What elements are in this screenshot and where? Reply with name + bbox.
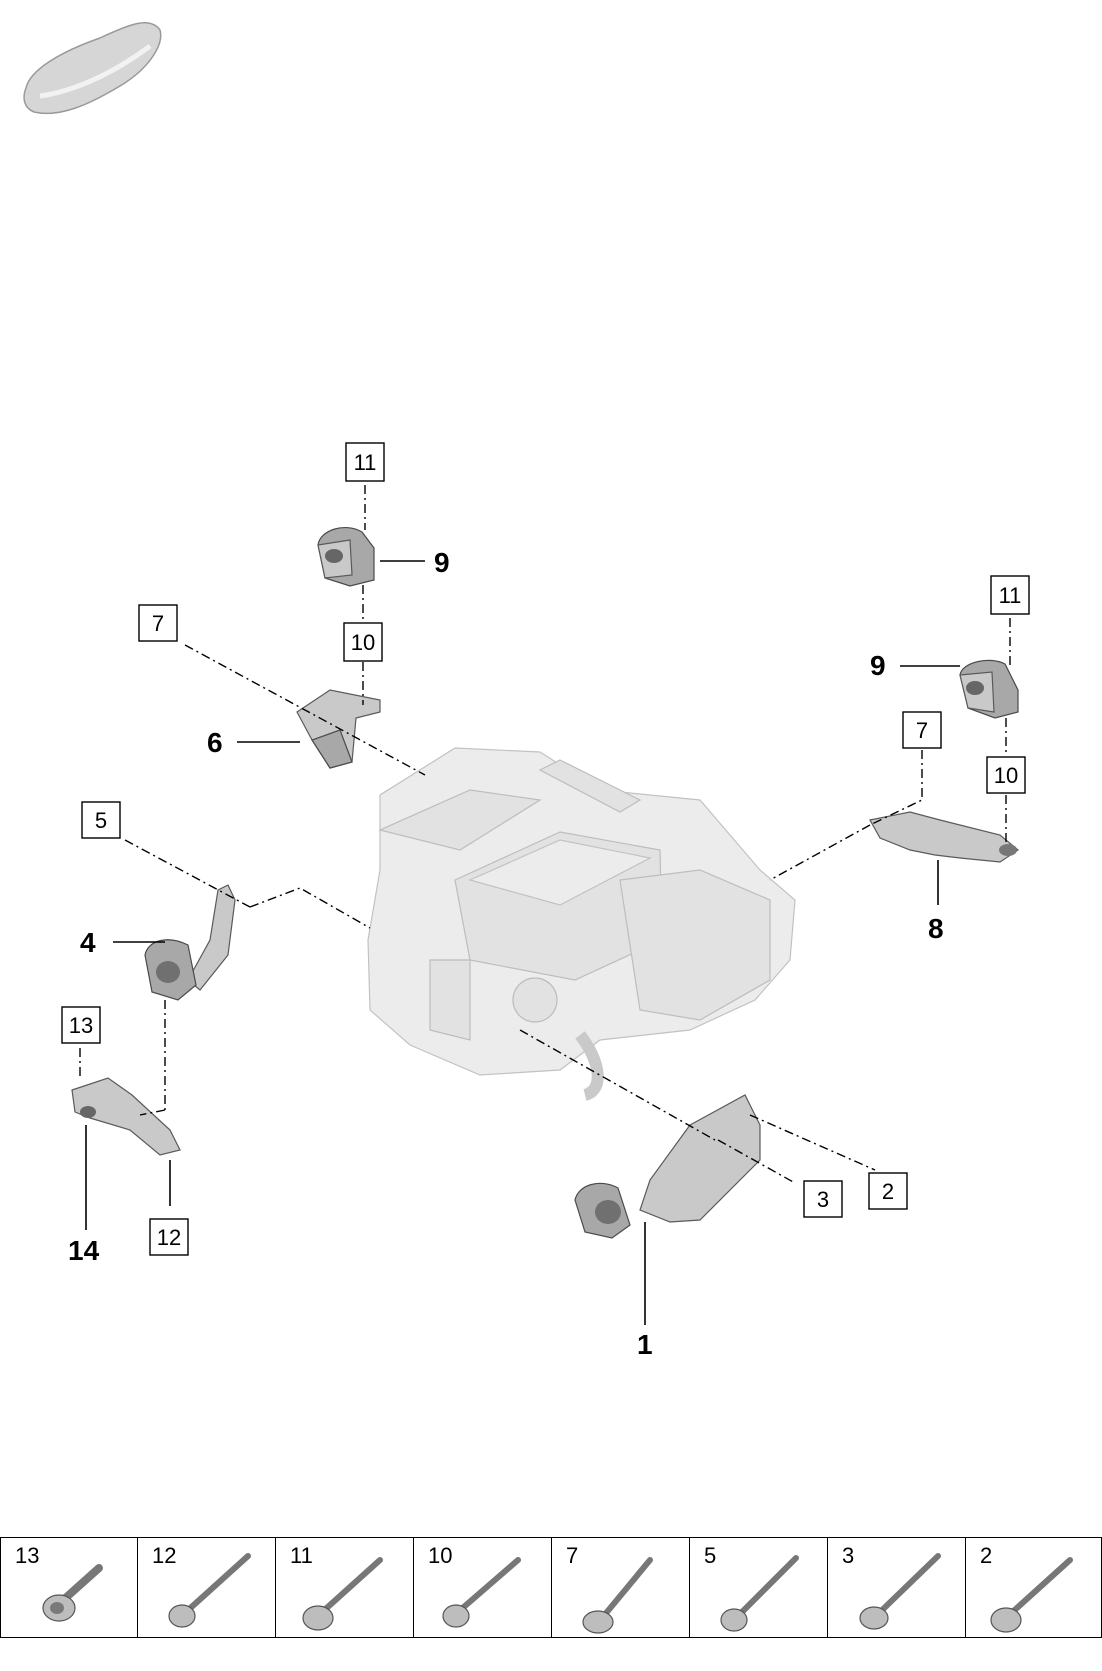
callout-1: 1 <box>637 1329 653 1360</box>
box-5-label: 5 <box>95 808 107 833</box>
box-7-right-label: 7 <box>916 718 928 743</box>
bolt-icon <box>582 1557 653 1634</box>
fastener-label: 2 <box>980 1543 993 1568</box>
bolt-icon <box>442 1557 521 1628</box>
box-2-label: 2 <box>882 1179 894 1204</box>
box-7-top: 7 <box>138 604 178 642</box>
box-10-top-label: 10 <box>351 630 375 655</box>
box-10-top: 10 <box>343 622 383 662</box>
fastener-cell-10: 10 <box>414 1538 552 1637</box>
vehicle-thumbnail-icon <box>23 21 162 115</box>
fastener-label: 11 <box>290 1543 313 1568</box>
fastener-label: 7 <box>566 1543 579 1568</box>
box-7-top-label: 7 <box>152 611 164 636</box>
box-13-label: 13 <box>69 1013 93 1038</box>
bracket-14 <box>71 1077 181 1156</box>
flange-bolt-icon <box>42 1564 103 1622</box>
callout-8: 8 <box>928 913 944 944</box>
engine-mount-9-top <box>317 527 375 587</box>
callout-6: 6 <box>207 727 223 758</box>
bolt-icon <box>302 1557 383 1631</box>
electric-drive-unit <box>367 747 796 1101</box>
fastener-cell-5: 5 <box>690 1538 828 1637</box>
box-10-right: 10 <box>986 756 1026 794</box>
bolt-icon <box>720 1555 799 1632</box>
box-10-right-label: 10 <box>994 763 1018 788</box>
fastener-label: 12 <box>152 1543 177 1568</box>
box-11-top: 11 <box>345 442 385 482</box>
leader-lines <box>79 485 1011 1325</box>
fastener-label: 3 <box>842 1543 855 1568</box>
box-11-right: 11 <box>990 575 1030 615</box>
bolt-icon <box>990 1557 1073 1633</box>
bolt-icon <box>859 1553 941 1630</box>
bolt-icon <box>168 1553 251 1628</box>
engine-mount-4 <box>144 884 236 1001</box>
box-2: 2 <box>868 1172 908 1210</box>
fastener-label: 5 <box>704 1543 717 1568</box>
box-12-label: 12 <box>157 1225 181 1250</box>
callout-14: 14 <box>68 1235 100 1266</box>
box-11-top-label: 11 <box>354 450 377 475</box>
bracket-8 <box>869 811 1020 863</box>
callout-9-right: 9 <box>870 650 886 681</box>
box-11-right-label: 11 <box>999 583 1022 608</box>
fastener-legend-strip: 13 12 11 10 7 5 <box>0 1537 1102 1638</box>
box-3: 3 <box>803 1180 843 1218</box>
box-13: 13 <box>61 1006 101 1044</box>
fastener-cell-2: 2 <box>966 1538 1102 1637</box>
callout-9-top: 9 <box>434 547 450 578</box>
fastener-cell-11: 11 <box>276 1538 414 1637</box>
box-12: 12 <box>149 1218 189 1256</box>
box-3-label: 3 <box>817 1187 829 1212</box>
callout-4: 4 <box>80 927 96 958</box>
box-5: 5 <box>81 801 121 839</box>
fastener-label: 13 <box>15 1543 40 1568</box>
fastener-cell-3: 3 <box>828 1538 966 1637</box>
fastener-cell-12: 12 <box>138 1538 276 1637</box>
engine-mount-1 <box>574 1094 761 1239</box>
engine-mount-9-right <box>959 659 1019 719</box>
fastener-label: 10 <box>428 1543 453 1568</box>
bracket-6 <box>296 689 381 769</box>
box-7-right: 7 <box>902 711 942 749</box>
fastener-cell-13: 13 <box>0 1538 138 1637</box>
fastener-cell-7: 7 <box>552 1538 690 1637</box>
